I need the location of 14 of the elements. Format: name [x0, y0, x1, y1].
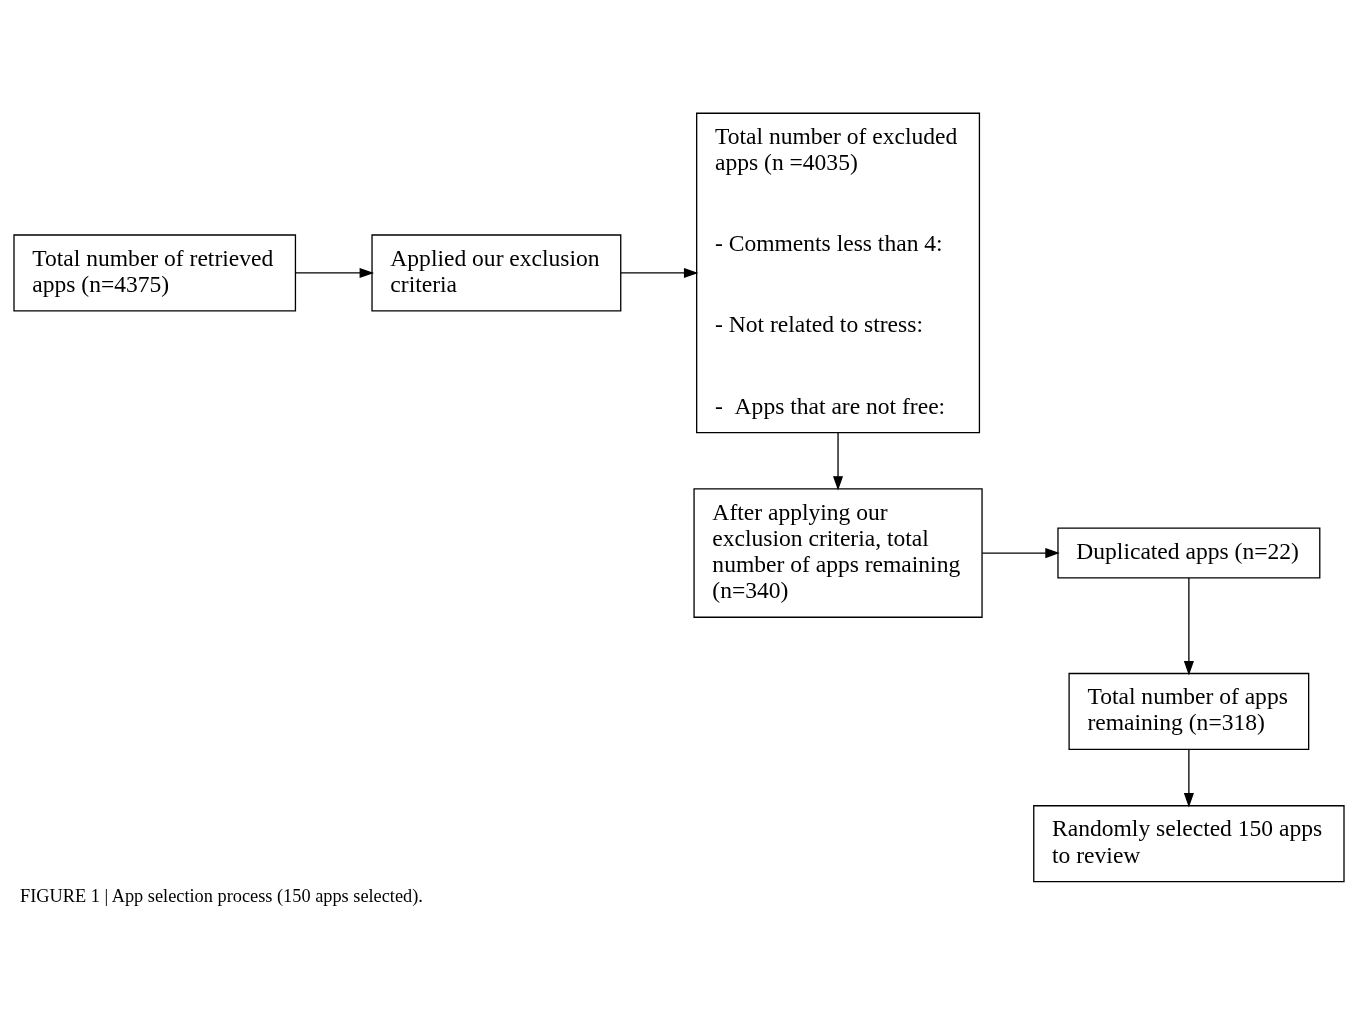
node-box: Duplicated apps (n=22) [1057, 527, 1321, 579]
node-box: Total number of excluded apps (n =4035) - Comments less than 4: - Not related to stress: - Apps that are not free: [696, 112, 981, 433]
node-box: Randomly selected 150 apps to review [1033, 804, 1345, 882]
node-box: After applying our exclusion criteria, total number of apps remaining (n=340) [693, 487, 983, 618]
node-box: Total number of apps remaining (n=318) [1068, 672, 1310, 750]
arrow [833, 431, 844, 491]
caption: FIGURE 1 | App selection process (150 apps selected). [20, 885, 423, 906]
arrow [981, 547, 1060, 558]
arrow [294, 267, 374, 278]
node-box: Applied our exclusion criteria [371, 233, 622, 312]
arrow [620, 267, 699, 278]
node-box: Total number of retrieved apps (n=4375) [13, 233, 297, 312]
arrow [1183, 748, 1194, 807]
arrow [1183, 576, 1194, 675]
